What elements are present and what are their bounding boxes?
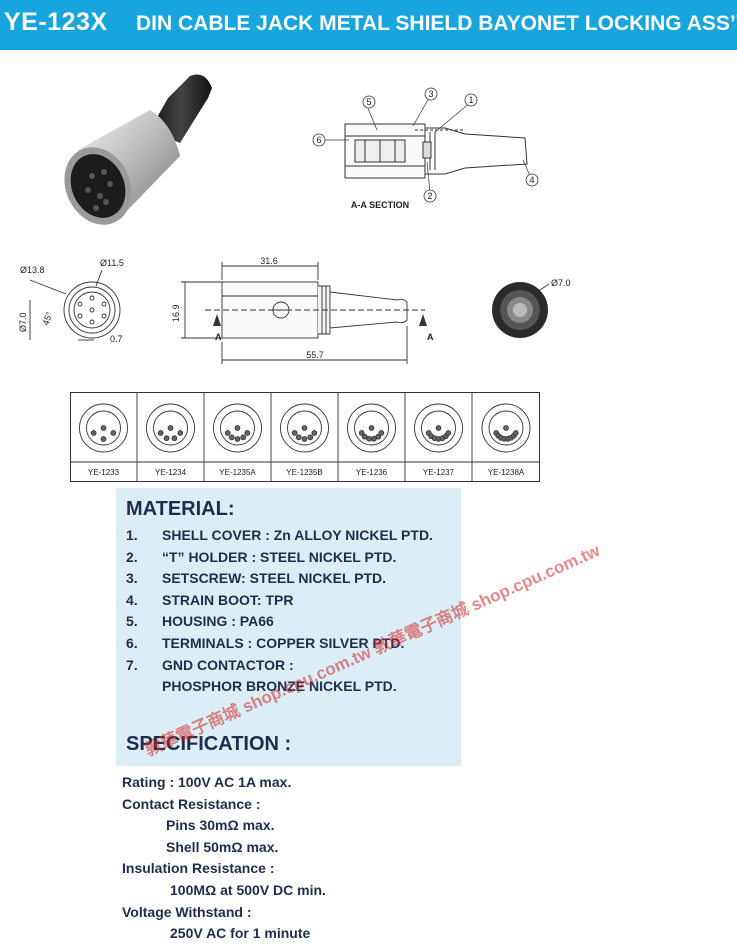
pin-dot (240, 434, 247, 441)
material-panel (116, 488, 461, 766)
pin-layout-label: YE-1238A (488, 468, 525, 477)
spec-contact-resistance: Contact Resistance : (122, 795, 261, 812)
pin-layout-icon (414, 403, 463, 453)
pin-layout-icon (79, 403, 128, 453)
dim-angle: 45° (40, 310, 54, 327)
model-number: YE-123X (4, 8, 108, 36)
list-item: 5.HOUSING : PA66 (126, 613, 274, 630)
pin-dot (291, 430, 298, 436)
pin-layout-icon (213, 403, 262, 453)
spec-insulation-value: 100MΩ at 500V DC min. (170, 881, 326, 898)
pin-dot (157, 430, 164, 436)
material-title: MATERIAL: (126, 498, 235, 520)
pin-dot (512, 430, 519, 436)
spec-pins: Pins 30mΩ max. (166, 817, 275, 834)
pin-dot (445, 430, 452, 436)
pin-dot (311, 430, 318, 436)
callout-2: 2 (427, 191, 432, 201)
pin-dot (375, 433, 382, 440)
dim-pin-circle: Ø7.0 (18, 312, 28, 332)
section-mark-right: A (427, 332, 434, 342)
spec-shell: Shell 50mΩ max. (166, 838, 279, 855)
spec-rating: Rating : 100V AC 1A max. (122, 774, 292, 790)
pin-layout-label: YE-1235B (286, 468, 322, 477)
pin-layout-table: YE-1233 YE-1234 YE-1235A YE-1235B YE-123… (70, 392, 540, 482)
specification-list: Rating : 100V AC 1A max. Contact Resista… (122, 772, 326, 945)
pin-dot (378, 430, 385, 436)
pin-layout-icon (280, 403, 329, 453)
list-item: 1.SHELL COVER : Zn ALLOY NICKEL PTD. (126, 527, 433, 543)
section-mark-left: A (215, 332, 222, 342)
dim-shell-length: 31.6 (260, 256, 278, 266)
section-caption: A-A SECTION (351, 200, 409, 210)
list-item: 6.TERMINALS : COPPER SILVER PTD. (126, 634, 405, 651)
pin-dot (307, 434, 314, 441)
pin-layout-label: YE-1234 (155, 468, 187, 477)
dim-height: 16.9 (171, 304, 181, 322)
dim-boot-dia: Ø7.0 (551, 278, 571, 288)
pin-dot (224, 430, 231, 436)
material-list: 1.SHELL COVER : Zn ALLOY NICKEL PTD. 2.“… (126, 525, 433, 698)
pin-layout-label: YE-1237 (423, 468, 455, 477)
pin-layout-label: YE-1236 (356, 468, 388, 477)
pin-dot (90, 430, 97, 436)
pin-dot (171, 435, 178, 442)
callout-3: 3 (428, 89, 433, 99)
rear-view-drawing: Ø7.0 (492, 278, 571, 338)
callout-6: 6 (316, 135, 321, 145)
callout-4: 4 (529, 175, 534, 185)
section-drawing: 1 2 3 4 5 6 A-A SECTION (312, 87, 539, 210)
callout-1: 1 (468, 95, 473, 105)
pin-dot (228, 434, 235, 441)
dim-outer-dia: Ø13.8 (20, 265, 45, 275)
list-item: 3.SETSCREW: STEEL NICKEL PTD. (126, 570, 387, 587)
product-photo (64, 74, 212, 225)
specification-title: SPECIFICATION : (126, 733, 292, 755)
pin-layout-icon (481, 403, 531, 453)
pin-dot (301, 436, 308, 442)
list-item-continuation: PHOSPHOR BRONZE NICKEL PTD. (162, 678, 397, 695)
dim-overall-length: 55.7 (306, 350, 324, 360)
product-title: DIN CABLE JACK METAL SHIELD BAYONET LOCK… (136, 12, 737, 35)
title-bar: YE-123X DIN CABLE JACK METAL SHIELD BAYO… (0, 0, 737, 50)
pin-dot (163, 435, 170, 442)
list-item: 2.“T” HOLDER : STEEL NICKEL PTD. (126, 548, 397, 565)
spec-insulation-resistance: Insulation Resistance : (122, 860, 275, 877)
pin-dot (234, 436, 241, 442)
list-item: 7.GND CONTACTOR : (126, 656, 294, 673)
callout-5: 5 (366, 97, 371, 107)
list-item: 4.STRAIN BOOT: TPR (126, 591, 294, 608)
spec-voltage-value: 250V AC for 1 minute (170, 925, 311, 942)
pin-layout-label: YE-1233 (88, 468, 120, 477)
pin-layout-label: YE-1235A (219, 468, 256, 477)
pin-dot (366, 435, 372, 442)
pin-dot (244, 430, 251, 436)
pin-layout-icon (146, 403, 195, 453)
pin-dot (177, 430, 184, 436)
pin-layout-icon (347, 403, 396, 453)
front-view-drawing: Ø13.8 Ø11.5 Ø7.0 45° 0.7 (18, 258, 124, 344)
pin-dot (100, 436, 107, 442)
pin-dot (110, 430, 117, 436)
side-view-drawing: 31.6 55.7 16.9 A A (171, 256, 434, 364)
pin-dot (358, 430, 365, 436)
pin-dot (295, 434, 302, 441)
dim-inner-dia: Ø11.5 (100, 258, 124, 268)
spec-voltage-withstand: Voltage Withstand : (122, 903, 252, 920)
dim-pin-spacing: 0.7 (110, 334, 123, 344)
